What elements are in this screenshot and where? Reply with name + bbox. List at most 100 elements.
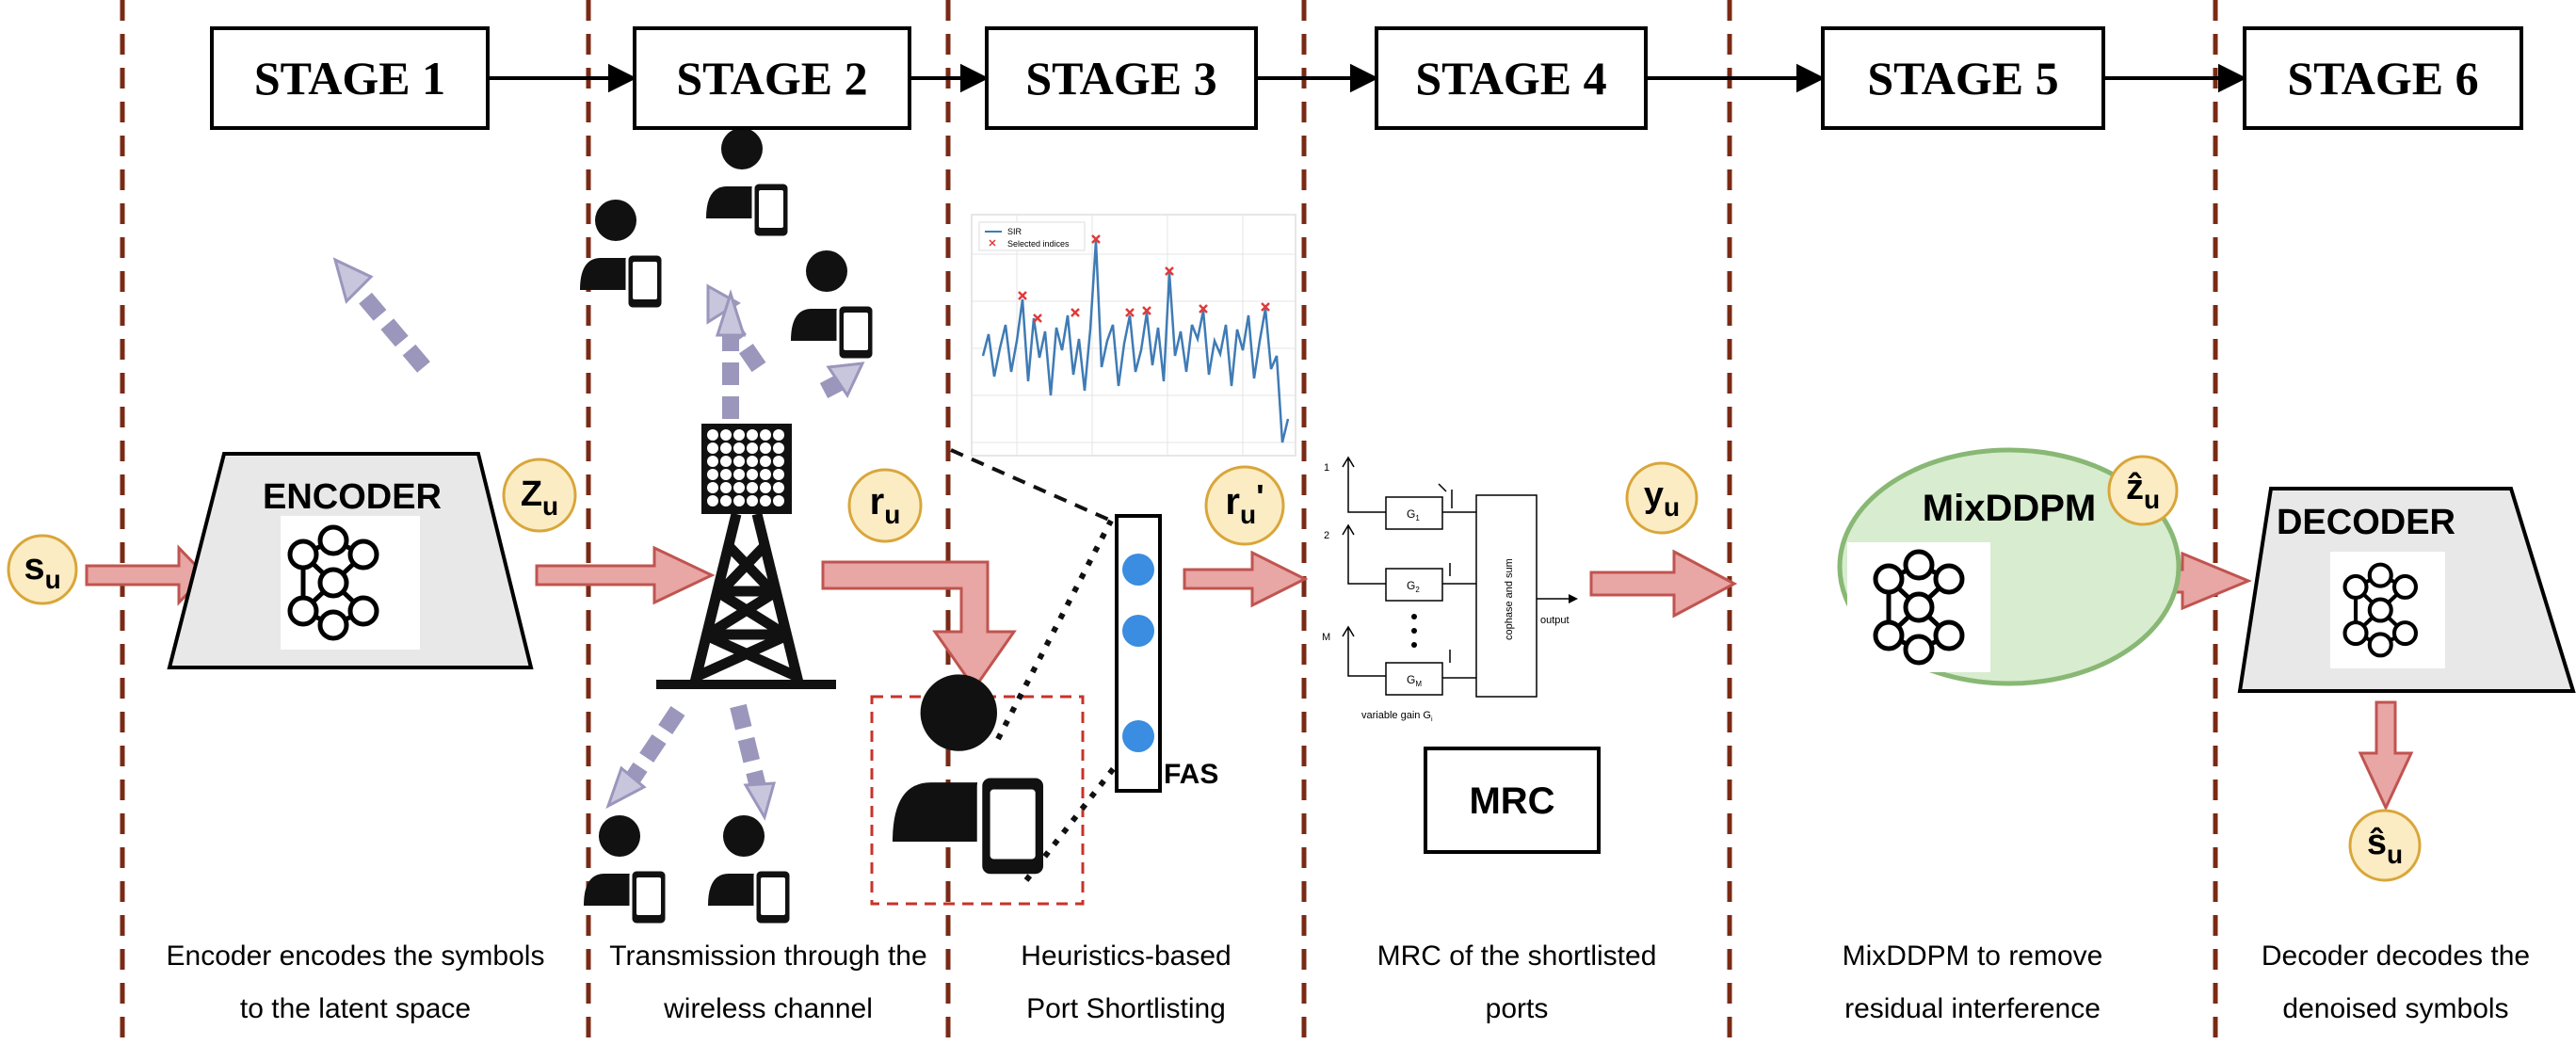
sir-legend-marker: Selected indices	[1007, 239, 1070, 249]
fas-port	[1122, 615, 1154, 647]
signal-shat-u-base: ŝ	[2367, 823, 2387, 862]
stage-1-header: STAGE 1	[210, 26, 490, 130]
signal-zhat-u-sub: u	[2144, 485, 2160, 514]
stage-2-caption-line1: Transmission through the	[609, 940, 927, 972]
arrow-encoder-tower	[535, 545, 716, 605]
sir-legend-line: SIR	[1007, 227, 1022, 236]
signal-zu: Zu	[502, 458, 577, 533]
stage-4-caption: MRC of the shortlisted ports	[1304, 930, 1730, 1036]
stage-dividers	[120, 0, 2218, 1045]
arrow-tower-user	[821, 560, 1017, 691]
signal-shat-u: ŝu	[2348, 809, 2422, 882]
arrow-fas-mrc	[1183, 550, 1309, 608]
stage-5-caption-line1: MixDDPM to remove	[1842, 940, 2103, 972]
fas-port	[1122, 554, 1154, 586]
stage-2-caption: Transmission through the wireless channe…	[588, 930, 948, 1036]
stage-3-caption: Heuristics-based Port Shortlisting	[948, 930, 1304, 1036]
signal-zhat-u: ẑu	[2107, 455, 2179, 526]
gain-caption-sub: i	[1431, 716, 1433, 723]
stage-6-caption-line2: denoised symbols	[2282, 993, 2509, 1024]
svg-text:Zu: Zu	[521, 474, 558, 521]
signal-su: su	[7, 534, 78, 605]
signal-zu-sub: u	[542, 491, 558, 521]
antenna-label-1: 1	[1324, 462, 1329, 474]
user-phone-icon	[893, 674, 1046, 876]
stage-6-caption-line1: Decoder decodes the	[2261, 940, 2531, 972]
gain-gm: G	[1407, 673, 1415, 686]
signal-labels: su Zu ru ru' yu ẑu ŝu	[7, 455, 2422, 882]
stage-4-caption-line1: MRC of the shortlisted	[1377, 940, 1657, 972]
signal-yu-sub: u	[1664, 492, 1680, 522]
gain-g2-sub: 2	[1415, 586, 1420, 594]
mrc-label: MRC	[1469, 780, 1554, 822]
svg-text:GM: GM	[1407, 673, 1422, 688]
mixddpm-label: MixDDPM	[1923, 488, 2096, 529]
gain-g1-sub: 1	[1415, 514, 1420, 522]
svg-text:ru: ru	[870, 481, 901, 529]
arrow-mrc-mixddpm	[1589, 549, 1738, 619]
stage-2-caption-line2: wireless channel	[664, 993, 873, 1024]
stage-1-caption: Encoder encodes the symbols to the laten…	[122, 930, 588, 1036]
antenna-icon	[1342, 625, 1386, 677]
antenna-label-2: 2	[1324, 530, 1329, 541]
stage-5-caption: MixDDPM to remove residual interference	[1730, 930, 2215, 1036]
stage-6-caption: Decoder decodes the denoised symbols	[2215, 930, 2576, 1036]
stage-6-header: STAGE 6	[2243, 26, 2523, 130]
svg-text:yu: yu	[1644, 475, 1680, 522]
stage-5-header: STAGE 5	[1821, 26, 2105, 130]
svg-text:ru': ru'	[1225, 477, 1264, 529]
combiner-label: cophase and sum	[1504, 558, 1515, 640]
fas-label: FAS	[1164, 759, 1218, 790]
signal-shat-u-sub: u	[2387, 840, 2403, 869]
svg-text:G1: G1	[1407, 507, 1420, 522]
stage-4-header: STAGE 4	[1375, 26, 1648, 130]
gain-g2: G	[1407, 579, 1415, 592]
svg-text:su: su	[24, 546, 60, 594]
sir-plot: SIR Selected indices	[971, 214, 1296, 457]
signal-ru-prime-sub: u	[1240, 500, 1256, 529]
mixddpm-block: MixDDPM	[1837, 447, 2182, 686]
user-phone-icon	[582, 813, 668, 926]
decoder-label: DECODER	[2277, 503, 2455, 542]
target-user	[870, 674, 1085, 906]
stage-5-caption-line2: residual interference	[1844, 993, 2101, 1024]
signal-ru-prime-mark: '	[1256, 477, 1264, 516]
user-phone-icon	[578, 198, 665, 311]
mrc-block: MRC	[1424, 747, 1601, 854]
signal-ru-prime: ru'	[1204, 465, 1285, 546]
base-station-tower	[332, 257, 865, 821]
signal-ru-sub: u	[884, 500, 900, 529]
stage-1-caption-line2: to the latent space	[239, 993, 472, 1024]
stage-3-caption-line1: Heuristics-based	[1021, 940, 1232, 972]
signal-zhat-u-base: ẑ	[2126, 468, 2144, 507]
stage-3-caption-line2: Port Shortlisting	[1026, 993, 1226, 1024]
svg-text:G2: G2	[1407, 579, 1420, 594]
output-label: output	[1540, 615, 1570, 626]
antenna-icon	[1342, 456, 1386, 513]
svg-text:ẑu: ẑu	[2126, 468, 2160, 514]
gain-gm-sub: M	[1415, 680, 1422, 688]
signal-yu-base: y	[1644, 475, 1664, 515]
fas-array: FAS	[950, 448, 1218, 882]
user-phone-icon	[789, 249, 876, 362]
stage-2-header: STAGE 2	[633, 26, 911, 130]
stage-1-caption-line1: Encoder encodes the symbols	[166, 940, 545, 972]
signal-ru: ru	[847, 468, 923, 543]
fas-port	[1122, 720, 1154, 752]
antenna-icon	[1342, 523, 1386, 585]
encoder-label: ENCODER	[263, 477, 442, 517]
gain-g1: G	[1407, 507, 1415, 521]
signal-zu-base: Z	[521, 474, 542, 514]
stage-3-header: STAGE 3	[985, 26, 1258, 130]
decoder-block: DECODER	[2237, 487, 2576, 693]
signal-ru-base: r	[870, 481, 885, 522]
signal-su-base: s	[24, 546, 44, 587]
antenna-label-m: M	[1322, 632, 1330, 643]
stage-4-caption-line2: ports	[1485, 993, 1549, 1024]
mrc-schematic: 1 2 M G1 G2 GM cophase and sum output va…	[1322, 456, 1578, 723]
signal-su-sub: u	[45, 565, 61, 594]
stage-flow-arrows	[490, 63, 2247, 93]
arrow-decoder-output	[2358, 700, 2414, 812]
encoder-block: ENCODER	[167, 452, 534, 669]
